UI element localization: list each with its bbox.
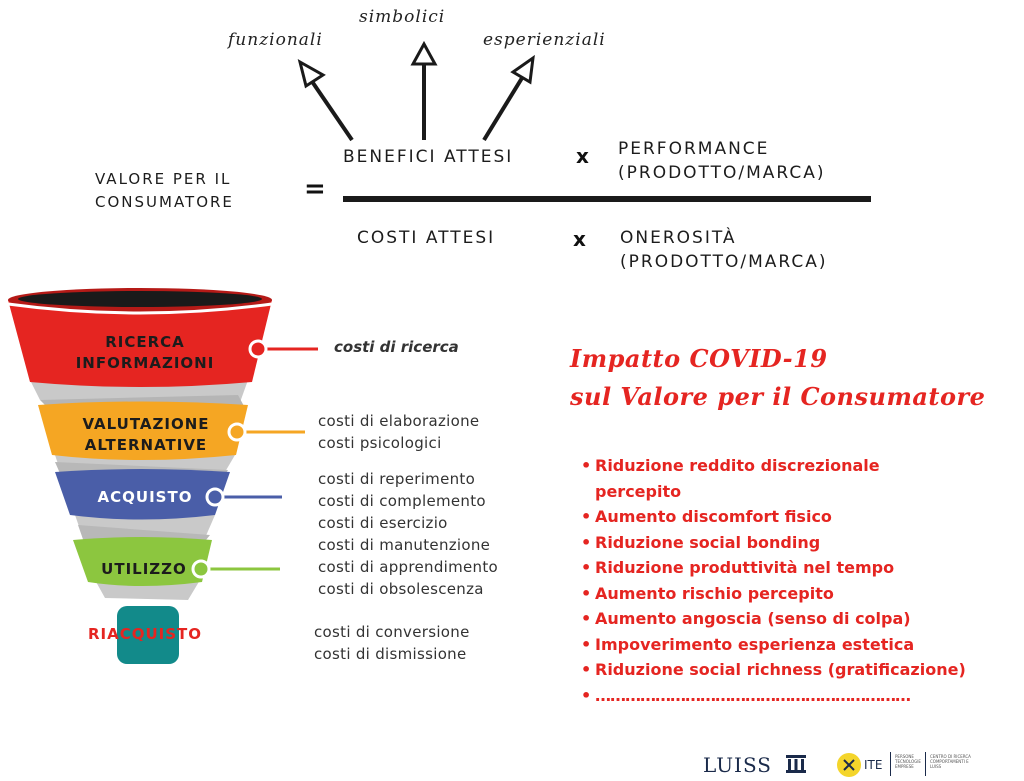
cost-esercizio: costi di esercizio <box>318 514 448 532</box>
ite-subtext-1: PERSONE TECNOLOGIE EMPRESE <box>895 754 921 769</box>
connector-ricerca <box>248 339 318 359</box>
stage-label-valutazione-line1: VALUTAZIONE <box>82 415 210 433</box>
cost-psicologici: costi psicologici <box>318 434 442 452</box>
stage-label-valutazione-line2: ALTERNATIVE <box>84 436 208 454</box>
cost-obsolescenza: costi di obsolescenza <box>318 580 484 598</box>
funnel-stage-utilizzo <box>73 537 212 586</box>
covid-item-discomfort: Aumento discomfort fisico <box>581 504 966 530</box>
covid-title: Impatto COVID-19 sul Valore per il Consu… <box>570 340 985 416</box>
value-label-line2: CONSUMATORE <box>95 193 234 211</box>
cost-elaborazione: costi di elaborazione <box>318 412 480 430</box>
luiss-logo-text: LUISS <box>703 753 772 777</box>
ite-subtext-2: CENTRO DI RICERCA COMPORTAMENTI E LUISS <box>930 754 971 769</box>
stage-label-ricerca-line1: RICERCA <box>105 333 185 351</box>
cost-apprendimento: costi di apprendimento <box>318 558 499 576</box>
connector-acquisto <box>205 487 282 507</box>
covid-item-social-bonding: Riduzione social bonding <box>581 530 966 556</box>
benefit-type-simbolici: simbolici <box>359 7 446 27</box>
cost-conversione: costi di conversione <box>314 623 470 641</box>
connector-utilizzo <box>191 559 280 579</box>
cost-dismissione: costi di dismissione <box>314 645 467 663</box>
funnel-stage-acquisto <box>55 469 230 520</box>
stage-label-acquisto: ACQUISTO <box>75 487 215 508</box>
ite-logo-icon <box>837 753 861 777</box>
luiss-logo: LUISS <box>703 753 772 777</box>
benefit-arrows <box>297 40 535 142</box>
numerator-performance-line2: (PRODOTTO/MARCA) <box>618 163 826 183</box>
covid-title-line2: sul Valore per il Consumatore <box>570 382 986 411</box>
cost-reperimento: costi di reperimento <box>318 470 476 488</box>
fraction-bar <box>343 196 871 202</box>
covid-item-angoscia: Aumento angoscia (senso di colpa) <box>581 606 966 632</box>
covid-item-ellipsis: ……………………………………………………… <box>581 683 966 709</box>
covid-item-estetica: Impoverimento esperienza estetica <box>581 632 966 658</box>
equals-sign: = <box>304 174 326 204</box>
stage-label-ricerca: RICERCA INFORMAZIONI <box>60 332 230 374</box>
cost-ricerca: costi di ricerca <box>334 338 459 356</box>
cost-complemento: costi di complemento <box>318 492 486 510</box>
stage-label-utilizzo-line1: UTILIZZO <box>101 560 187 578</box>
covid-title-line1: Impatto COVID-19 <box>570 344 828 373</box>
cost-manutenzione: costi di manutenzione <box>318 536 491 554</box>
covid-item-rischio: Aumento rischio percepito <box>581 581 966 607</box>
arrow-esperienziali <box>482 54 535 142</box>
stage-label-utilizzo: UTILIZZO <box>85 559 203 580</box>
funnel-stage-valutazione <box>38 401 248 460</box>
denominator-onerosita-line1: ONEROSITÀ <box>620 228 737 248</box>
benefit-type-funzionali: funzionali <box>228 30 323 50</box>
luiss-columns-icon <box>786 755 806 773</box>
costs-valutazione: costi di elaborazione costi psicologici <box>318 410 479 454</box>
ite-divider <box>890 752 891 776</box>
numerator-performance-line1: PERFORMANCE <box>618 139 770 159</box>
stage-label-ricerca-line2: INFORMAZIONI <box>75 354 215 372</box>
denominator-onerosita-line2: (PRODOTTO/MARCA) <box>620 252 828 272</box>
ite-divider-2 <box>925 752 926 776</box>
benefit-type-esperienziali: esperienziali <box>483 30 606 50</box>
arrow-funzionali <box>297 58 354 142</box>
funnel-connectors <box>30 380 248 600</box>
stage-label-riacquisto-line1: RIACQUISTO <box>87 625 203 643</box>
purchase-funnel <box>7 288 318 664</box>
covid-item-social-richness: Riduzione social richness (gratificazion… <box>581 657 966 683</box>
numerator-benefici: BENEFICI ATTESI <box>343 147 514 167</box>
covid-item-produttivita: Riduzione produttività nel tempo <box>581 555 966 581</box>
stage-label-acquisto-line1: ACQUISTO <box>97 488 193 506</box>
funnel-stage-riacquisto <box>117 606 179 664</box>
arrow-simbolici <box>410 40 438 140</box>
funnel-stage-ricerca <box>7 288 273 387</box>
costs-riacquisto: costi di conversione costi di dismission… <box>314 621 470 665</box>
denominator-times: x <box>573 227 586 251</box>
costs-acquisto-utilizzo: costi di reperimento costi di complement… <box>318 468 498 600</box>
covid-impact-list: Riduzione reddito discrezionalepercepito… <box>581 453 966 708</box>
connector-valutazione <box>227 422 305 442</box>
ite-logo-text: ITE <box>864 758 883 772</box>
stage-label-valutazione: VALUTAZIONE ALTERNATIVE <box>62 414 230 456</box>
denominator-costi: COSTI ATTESI <box>357 228 496 248</box>
value-label-line1: VALORE PER IL <box>95 170 232 188</box>
stage-label-riacquisto: RIACQUISTO <box>80 624 210 645</box>
numerator-times: x <box>576 144 589 168</box>
